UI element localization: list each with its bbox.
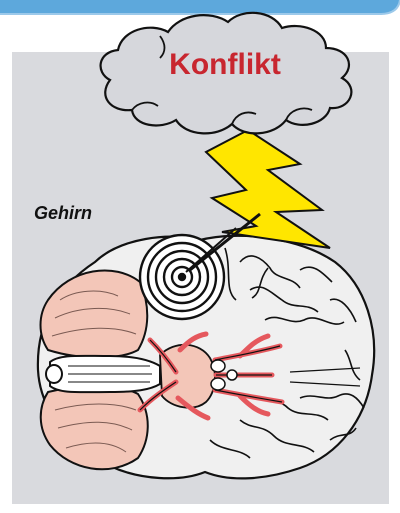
conflict-label: Konflikt: [145, 48, 305, 82]
brain-label: Gehirn: [34, 203, 92, 224]
target-rings-icon: [140, 235, 224, 319]
